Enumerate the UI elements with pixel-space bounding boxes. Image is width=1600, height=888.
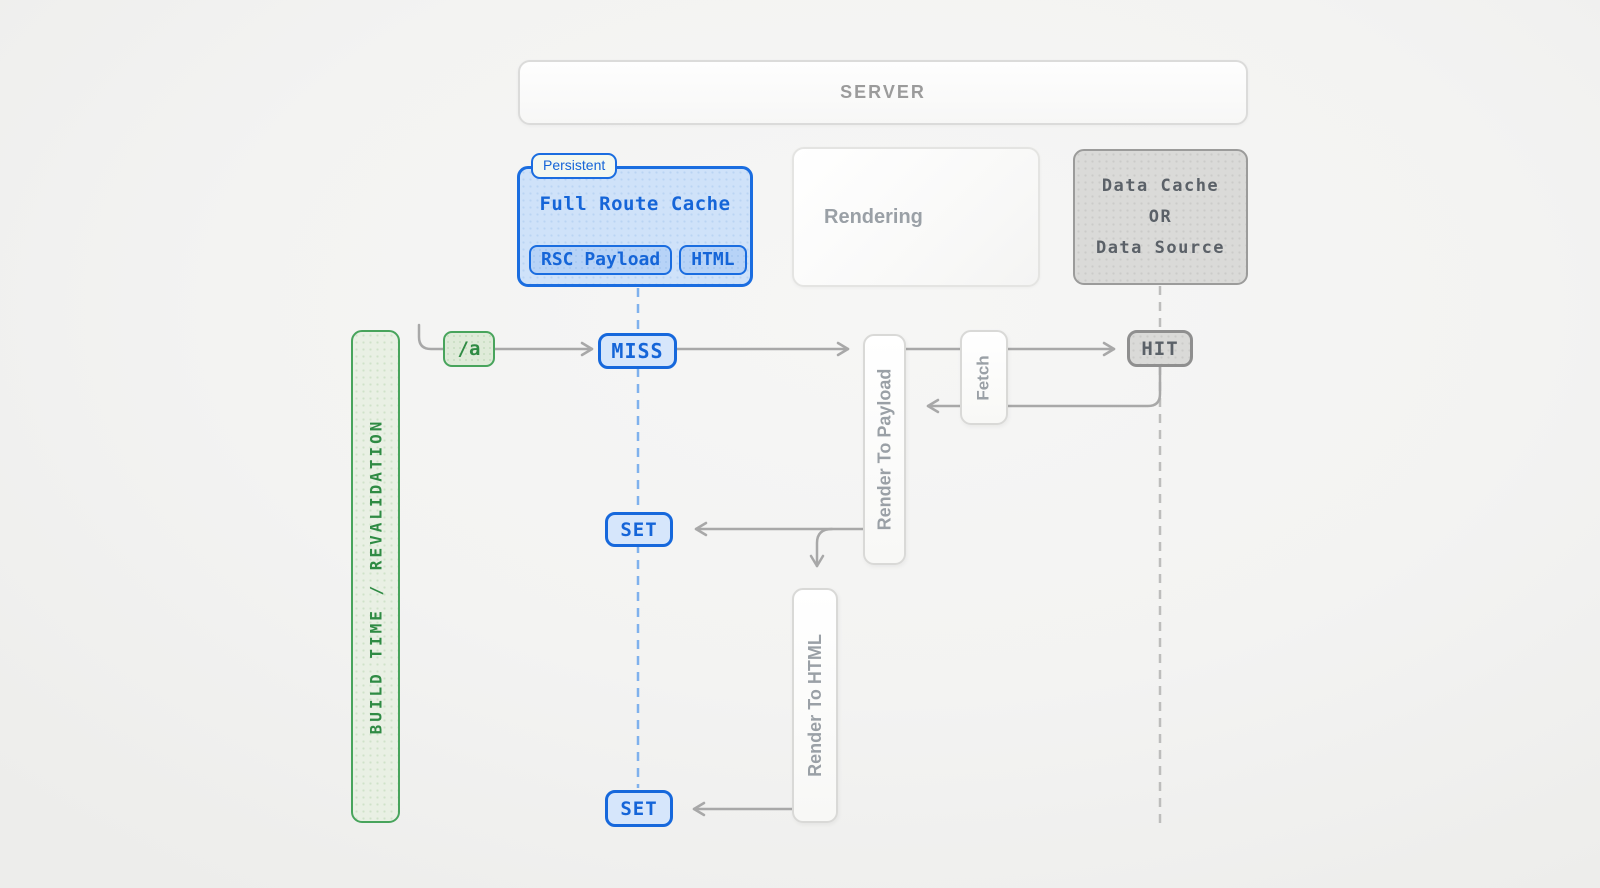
arrow-branch-to-render-html <box>809 527 834 568</box>
persistent-badge: Persistent <box>531 153 618 179</box>
arrow-hit-return <box>926 365 1162 414</box>
full-route-cache-box: Persistent Full Route Cache RSC Payload … <box>517 153 753 287</box>
hit-chip: HIT <box>1127 330 1193 367</box>
render-to-payload-label: Render To Payload <box>874 368 895 531</box>
full-route-cache-title: Full Route Cache <box>539 193 731 215</box>
route-a-chip: /a <box>443 331 495 367</box>
data-cache-line-2: OR <box>1148 206 1173 227</box>
render-to-html-label: Render To HTML <box>804 634 825 777</box>
set-chip-html: SET <box>605 790 673 827</box>
html-chip: HTML <box>679 245 747 275</box>
miss-chip: MISS <box>598 333 677 369</box>
rsc-payload-chip: RSC Payload <box>529 245 673 275</box>
build-time-label: BUILD TIME / REVALIDATION <box>366 418 386 735</box>
fetch-label: Fetch <box>974 354 993 401</box>
server-label: SERVER <box>840 82 926 102</box>
data-cache-box: Data Cache OR Data Source <box>1073 149 1248 285</box>
render-to-payload-box: Render To Payload <box>863 334 906 565</box>
render-to-html-box: Render To HTML <box>792 588 838 823</box>
server-box: SERVER <box>518 60 1248 125</box>
rendering-box: Rendering <box>792 147 1040 287</box>
data-cache-line-3: Data Source <box>1095 237 1226 258</box>
fetch-box: Fetch <box>960 330 1008 425</box>
full-route-cache-chips: RSC Payload HTML <box>529 245 747 275</box>
data-cache-line-1: Data Cache <box>1101 175 1220 196</box>
rendering-label: Rendering <box>824 205 923 228</box>
request-in-connector <box>417 323 445 351</box>
build-time-bar: BUILD TIME / REVALIDATION <box>351 330 400 823</box>
set-chip-payload: SET <box>605 512 673 547</box>
